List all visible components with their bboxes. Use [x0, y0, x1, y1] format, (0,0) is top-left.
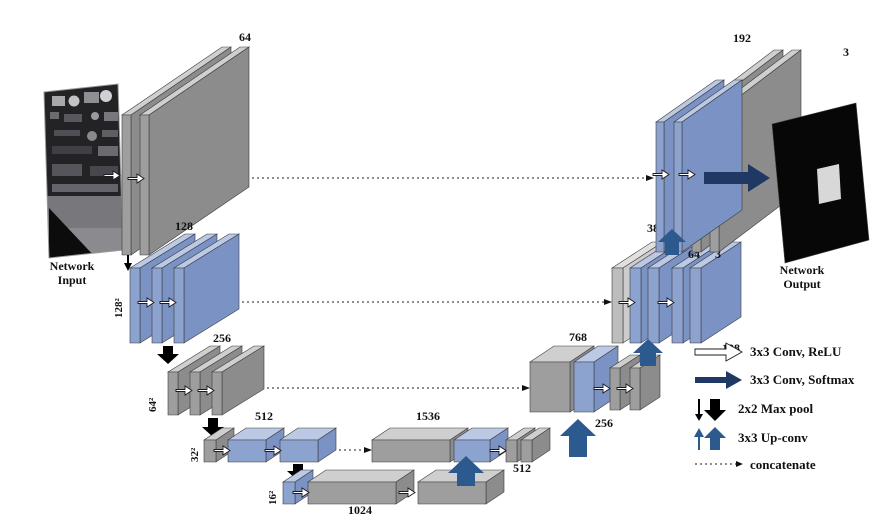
feature-map-box — [279, 427, 337, 463]
feature-map-box — [227, 427, 285, 463]
legend-conv-softmax-label: 3x3 Conv, Softmax — [750, 372, 855, 387]
skip-connection-level1 — [252, 175, 654, 181]
feature-map-box — [203, 427, 235, 463]
feature-map-box — [520, 427, 551, 463]
enc3-size-label: 64² — [147, 397, 159, 412]
skip-connection-level2 — [242, 299, 612, 305]
skip-connection-level3 — [267, 385, 530, 391]
enc2-channels-label: 128 — [175, 219, 193, 233]
network-output-image — [771, 102, 870, 264]
legend-max-pool-label: 2x2 Max pool — [738, 401, 814, 416]
feature-map-box — [282, 469, 314, 505]
feature-map-box — [688, 241, 743, 344]
feature-map-box — [210, 345, 266, 416]
conv-softmax-arrow-icon — [695, 371, 742, 389]
bottleneck-channels-label: 1024 — [348, 503, 372, 517]
feature-map-box — [673, 79, 743, 253]
maxpool-thin-arrow-icon — [695, 414, 703, 421]
conv-relu-arrow-icon — [694, 342, 743, 362]
concatenate-arrow-icon — [736, 461, 743, 467]
encoder-level3-feature-maps: 256 64² — [147, 331, 266, 416]
network-input-image — [43, 83, 124, 259]
upconv-arrow-bottleneck-dec4 — [448, 456, 484, 486]
dec3-channels-label: 768 — [569, 330, 587, 344]
enc4-size-label: 32² — [189, 447, 201, 462]
legend: 3x3 Conv, ReLU 3x3 Conv, Softmax 2x2 Max… — [694, 342, 855, 472]
decoder-level3-feature-maps: 768 256 — [529, 330, 662, 430]
legend-up-conv-label: 3x3 Up-conv — [738, 430, 808, 445]
legend-row-concatenate: concatenate — [695, 457, 816, 472]
encoder-level4-feature-maps: 512 32² — [189, 409, 337, 463]
upconv-arrow-dec4-dec3 — [560, 419, 596, 457]
skip-connection-level4 — [339, 447, 372, 453]
bottleneck-size-label: 16² — [267, 490, 279, 505]
feature-map-box — [139, 46, 250, 256]
encoder-level2-feature-maps: 128 128² — [113, 219, 241, 344]
network-output-label-line1: Network — [780, 263, 825, 277]
conv-softmax-arrow — [704, 164, 770, 192]
feature-map-box — [417, 469, 505, 505]
decoder-level4-feature-maps: 1536 512 — [371, 409, 551, 475]
decoder-level1-feature-maps: 192 3 — [655, 31, 849, 253]
maxpool-arrow-thick — [202, 418, 224, 437]
feature-map-box — [172, 233, 241, 344]
feature-map-box — [307, 469, 415, 505]
legend-concatenate-label: concatenate — [750, 457, 816, 472]
legend-row-conv-softmax: 3x3 Conv, Softmax — [695, 371, 855, 389]
encoder-level1-feature-maps: 64 — [121, 30, 251, 256]
feature-map-box — [453, 427, 509, 463]
network-input-label-line1: Network — [50, 259, 95, 273]
upconv-thin-arrow-icon — [694, 428, 704, 437]
dec3-out-channels-label: 256 — [595, 416, 613, 430]
upconv-arrow-dec3-dec2 — [633, 339, 663, 366]
maxpool-arrow-thin — [124, 255, 132, 271]
legend-conv-relu-label: 3x3 Conv, ReLU — [750, 344, 842, 359]
legend-row-max-pool: 2x2 Max pool — [695, 399, 814, 421]
upconv-arrow-dec2-dec1 — [658, 229, 686, 255]
maxpool-arrow-thick — [157, 346, 179, 364]
network-input-label-line2: Input — [58, 273, 87, 287]
feature-map-box — [371, 427, 469, 463]
network-output-label: Network Output — [780, 263, 825, 291]
dec2-softmax-in-label: 3 — [715, 247, 721, 261]
bottleneck-feature-maps: 1024 16² — [267, 469, 505, 517]
enc4-channels-label: 512 — [255, 409, 273, 423]
segmentation-region — [817, 164, 841, 204]
legend-row-conv-relu: 3x3 Conv, ReLU — [694, 342, 842, 362]
network-input-label: Network Input — [50, 259, 95, 287]
enc3-channels-label: 256 — [213, 331, 231, 345]
enc2-size-label: 128² — [113, 298, 125, 319]
dec4-out-channels-label: 512 — [513, 461, 531, 475]
maxpool-thick-arrow-icon — [704, 399, 726, 421]
network-output-label-line2: Output — [783, 277, 820, 291]
dec4-channels-label: 1536 — [416, 409, 440, 423]
output-channels-label: 3 — [843, 45, 849, 59]
upconv-thick-arrow-icon — [704, 427, 726, 450]
enc1-channels-label: 64 — [239, 30, 251, 44]
legend-row-up-conv: 3x3 Up-conv — [694, 427, 808, 450]
dec1-channels-label: 192 — [733, 31, 751, 45]
